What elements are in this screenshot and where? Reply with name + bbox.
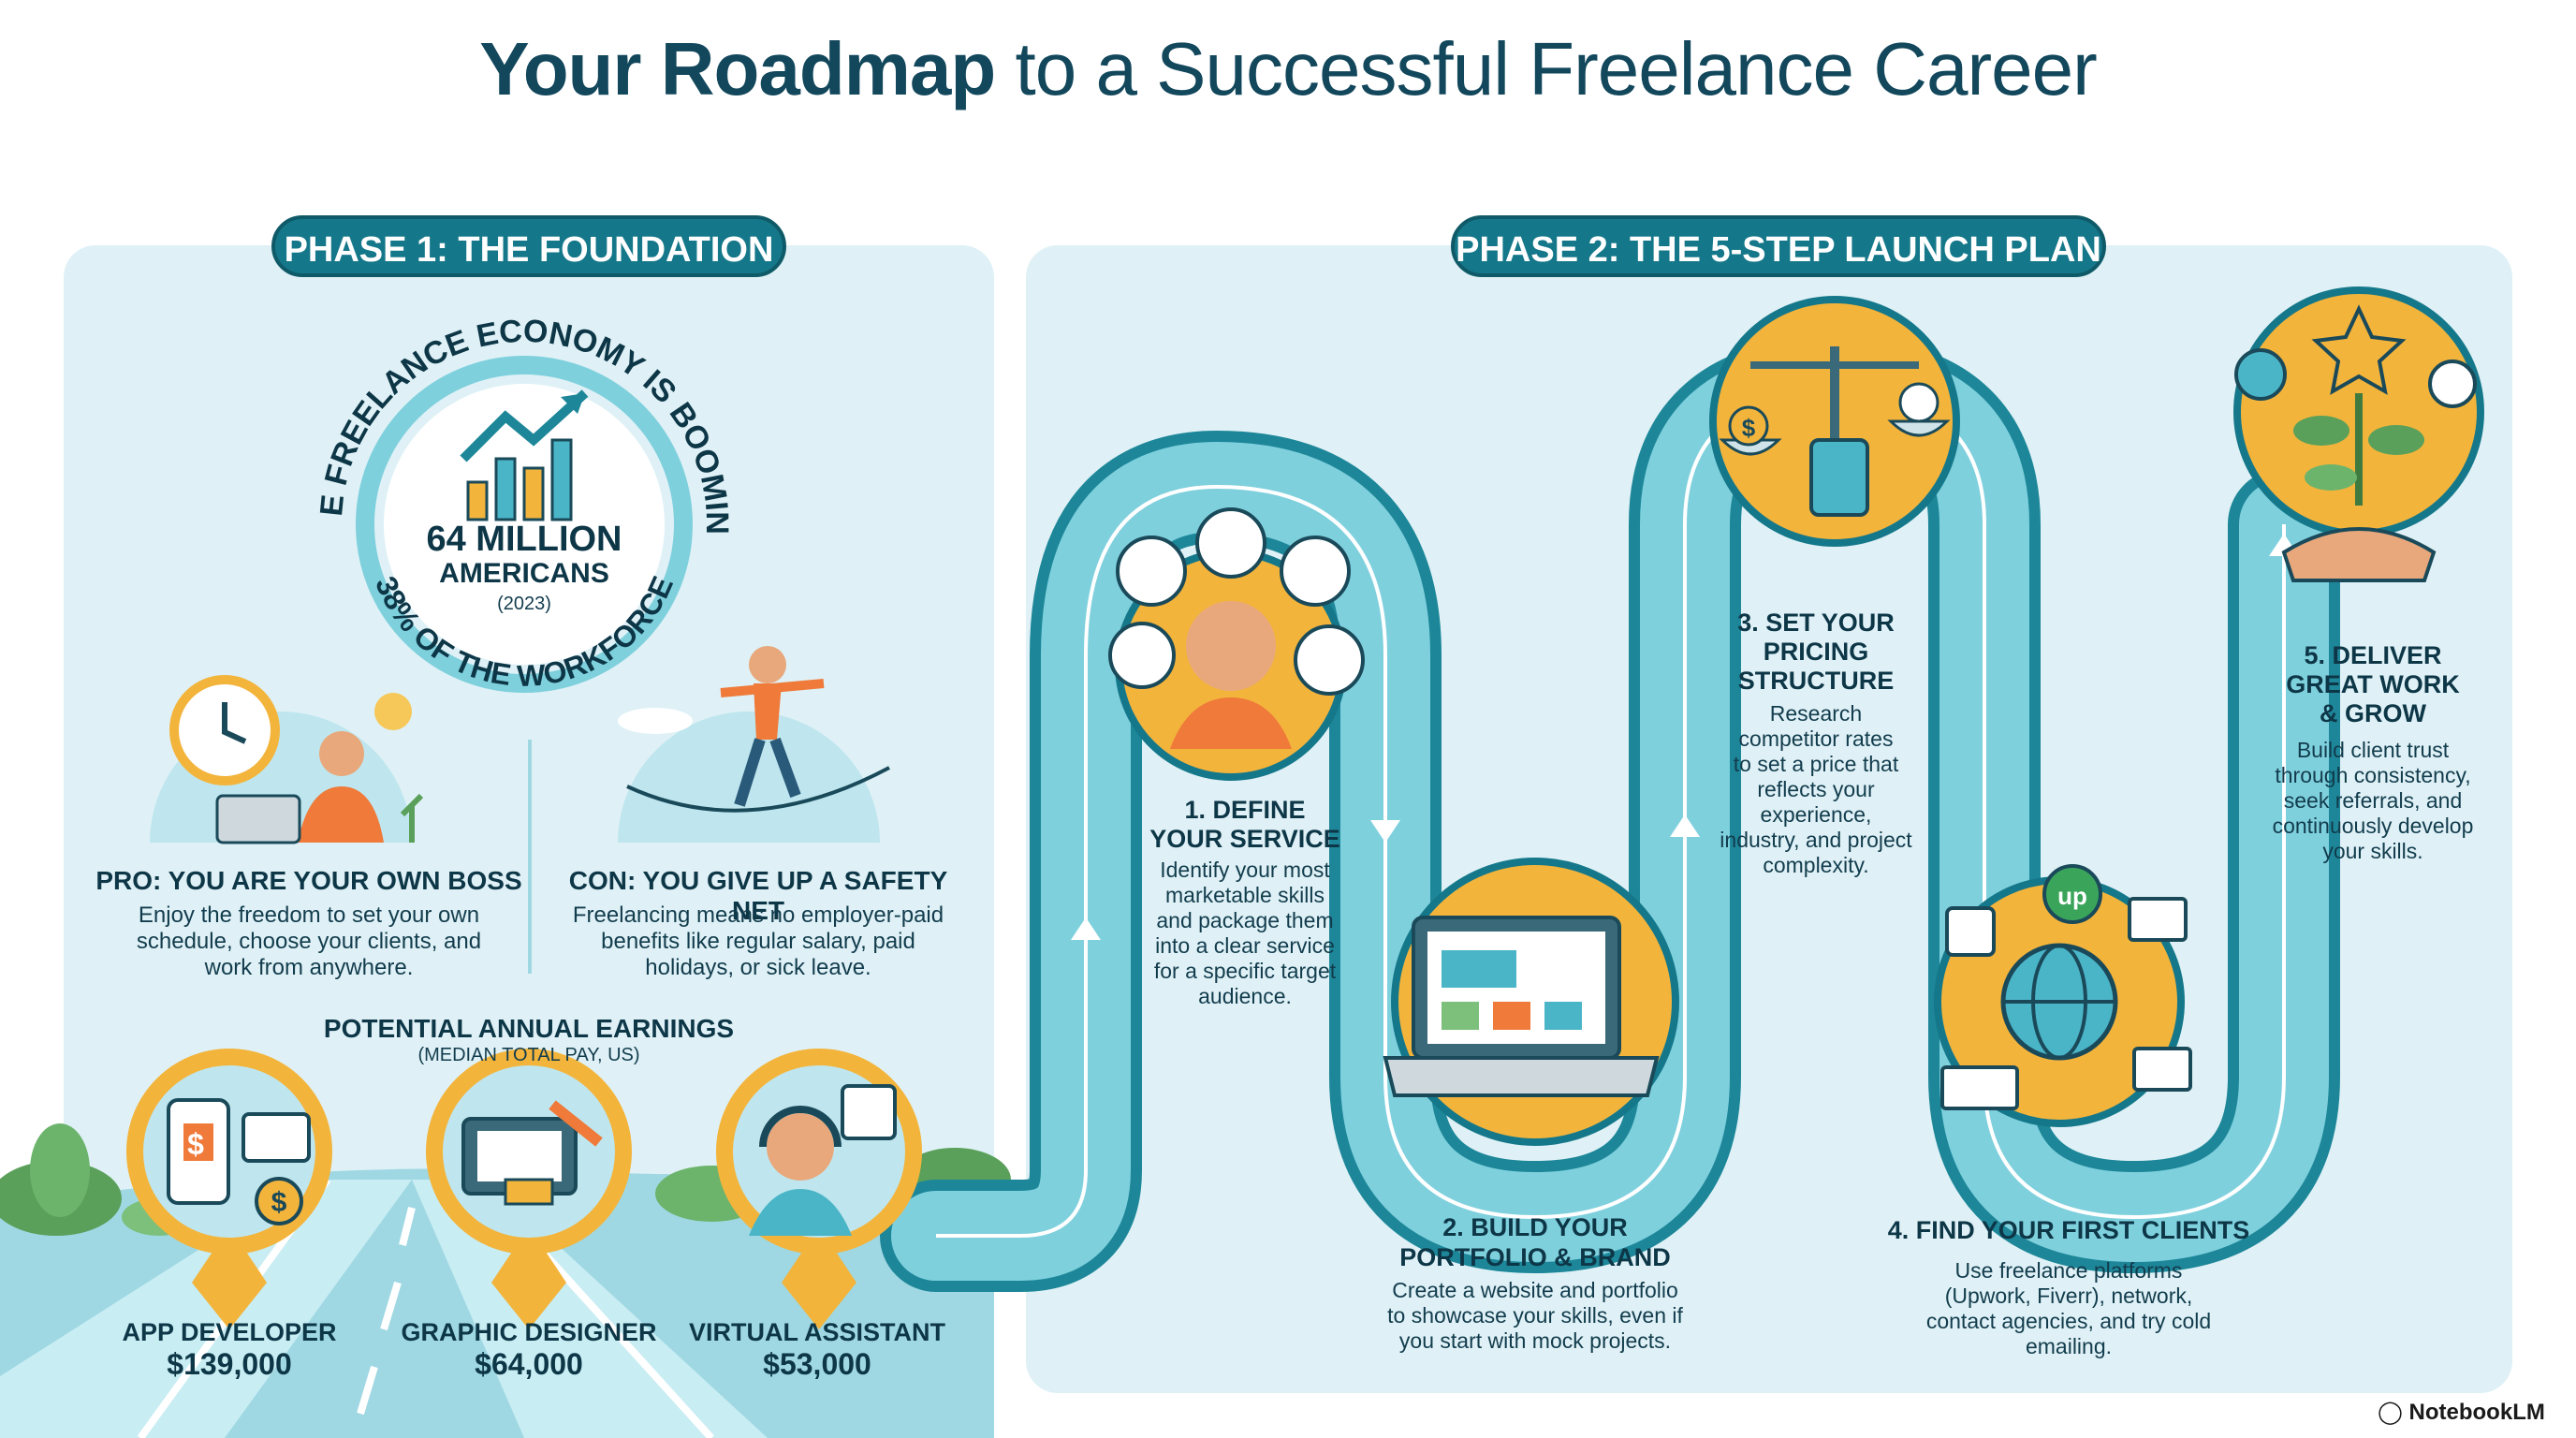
- step-title-line: YOUR SERVICE: [1149, 825, 1340, 853]
- step3-illustration: [1709, 296, 1960, 547]
- step-line: into a clear service: [1155, 933, 1335, 958]
- step-title: 4. FIND YOUR FIRST CLIENTS: [1881, 1215, 2256, 1245]
- economy-value: 64 MILLION: [426, 520, 622, 559]
- step-text: Identify your most marketable skills and…: [1114, 858, 1376, 1009]
- earnings-subtitle: (MEDIAN TOTAL PAY, US): [417, 1045, 640, 1065]
- step-text: Create a website and portfolio to showca…: [1348, 1278, 1722, 1354]
- page-title: Your Roadmap to a Successful Freelance C…: [0, 26, 2576, 112]
- earnings-pins: [126, 1049, 922, 1329]
- step-line: Create a website and portfolio: [1392, 1278, 1678, 1302]
- step-text: Research competitor rates to set a price…: [1676, 701, 1956, 878]
- step-line: to set a price that: [1733, 752, 1899, 776]
- launch-road: [880, 336, 2340, 1292]
- phase2-label: PHASE 2: THE 5-STEP LAUNCH PLAN: [1451, 215, 2106, 277]
- step-title-line: 2. BUILD YOUR: [1442, 1213, 1628, 1241]
- step-title-line: 5. DELIVER: [2304, 641, 2442, 669]
- step-line: Build client trust: [2296, 738, 2450, 762]
- step-line: emailing.: [2025, 1334, 2113, 1358]
- notebooklm-logo-icon: ◯: [2378, 1400, 2403, 1425]
- step-title: 3. SET YOUR PRICING STRUCTURE: [1676, 609, 1956, 696]
- step-text: Use freelance platforms (Upwork, Fiverr)…: [1881, 1258, 2256, 1359]
- step-title-line: PORTFOLIO & BRAND: [1399, 1243, 1671, 1271]
- step-line: Identify your most: [1160, 858, 1330, 882]
- earnings-title: POTENTIAL ANNUAL EARNINGS: [323, 1014, 735, 1043]
- upwork-badge-icon: up: [2057, 882, 2087, 910]
- title-bold: Your Roadmap: [479, 27, 996, 110]
- step-line: competitor rates: [1738, 726, 1894, 751]
- economy-unit: AMERICANS: [439, 558, 609, 589]
- step-line: you start with mock projects.: [1398, 1328, 1672, 1353]
- job-pay: $139,000: [167, 1347, 292, 1381]
- economy-circle: [356, 356, 693, 693]
- step-line: to showcase your skills, even if: [1387, 1303, 1683, 1328]
- pro-line: schedule, choose your clients, and: [136, 929, 482, 954]
- scale-coin-icon: $: [1742, 414, 1756, 442]
- step2-illustration: [1383, 858, 1679, 1146]
- step-5: 5. DELIVER GREAT WORK & GROW Build clien…: [2237, 641, 2509, 864]
- step-title-line: GREAT WORK: [2286, 670, 2460, 698]
- job-role: VIRTUAL ASSISTANT: [688, 1318, 945, 1346]
- pro-illustration: [150, 675, 424, 844]
- economy-year: (2023): [497, 594, 551, 614]
- step-line: through consistency,: [2275, 763, 2471, 787]
- pro-title: PRO: YOU ARE YOUR OWN BOSS: [95, 866, 522, 895]
- step-line: for a specific target: [1153, 959, 1337, 983]
- step4-illustration: [1934, 864, 2192, 1127]
- step-line: Research: [1769, 701, 1863, 726]
- step-line: marketable skills: [1165, 883, 1325, 907]
- step-line: industry, and project: [1720, 828, 1912, 852]
- step-3: 3. SET YOUR PRICING STRUCTURE Research c…: [1676, 609, 1956, 878]
- step-title-line: & GROW: [2320, 699, 2426, 727]
- con-line: holidays, or sick leave.: [645, 955, 871, 980]
- step-title: 5. DELIVER GREAT WORK & GROW: [2237, 641, 2509, 728]
- step-title-line: 4. FIND YOUR FIRST CLIENTS: [1887, 1216, 2250, 1244]
- step1-illustration: [1108, 507, 1365, 781]
- brand-watermark: ◯ NotebookLM: [2378, 1399, 2565, 1426]
- step-line: continuously develop: [2272, 814, 2474, 838]
- title-rest: to a Successful Freelance Career: [995, 27, 2098, 110]
- coin-dollar-icon: $: [271, 1187, 287, 1218]
- step5-illustration: [2233, 286, 2484, 582]
- step-line: your skills.: [2322, 839, 2423, 863]
- job-card-virtual-assistant: VIRTUAL ASSISTANT $53,000: [681, 1318, 953, 1382]
- pro-text: Enjoy the freedom to set your own schedu…: [94, 902, 524, 981]
- step-title-line: STRUCTURE: [1737, 667, 1895, 695]
- con-illustration: [618, 646, 890, 843]
- step-line: Use freelance platforms: [1954, 1258, 2183, 1283]
- con-line: Freelancing means no employer-paid: [572, 902, 944, 928]
- step-line: audience.: [1198, 984, 1292, 1008]
- step-1: 1. DEFINE YOUR SERVICE Identify your mos…: [1114, 796, 1376, 1009]
- step-2: 2. BUILD YOUR PORTFOLIO & BRAND Create a…: [1348, 1212, 1722, 1354]
- step-4: 4. FIND YOUR FIRST CLIENTS Use freelance…: [1881, 1215, 2256, 1359]
- step-line: (Upwork, Fiverr), network,: [1944, 1284, 2193, 1308]
- step-line: contact agencies, and try cold: [1925, 1309, 2212, 1333]
- step-text: Build client trust through consistency, …: [2237, 738, 2509, 864]
- job-card-graphic-designer: GRAPHIC DESIGNER $64,000: [393, 1318, 665, 1382]
- con-line: benefits like regular salary, paid: [601, 929, 915, 954]
- job-role: APP DEVELOPER: [122, 1318, 337, 1346]
- pro-line: work from anywhere.: [204, 955, 414, 980]
- job-role: GRAPHIC DESIGNER: [401, 1318, 657, 1346]
- step-title-line: 1. DEFINE: [1184, 796, 1306, 824]
- step-line: reflects your: [1757, 777, 1875, 801]
- job-pay: $53,000: [763, 1347, 871, 1381]
- pro-line: Enjoy the freedom to set your own: [138, 902, 480, 928]
- dollar-icon: $: [187, 1127, 204, 1161]
- job-pay: $64,000: [475, 1347, 583, 1381]
- step-line: and package them: [1156, 908, 1334, 932]
- job-card-app-developer: APP DEVELOPER $139,000: [98, 1318, 360, 1382]
- step-title-line: PRICING: [1763, 638, 1869, 666]
- step-line: seek referrals, and: [2283, 788, 2463, 813]
- step-title: 1. DEFINE YOUR SERVICE: [1114, 796, 1376, 854]
- step-line: experience,: [1760, 802, 1872, 827]
- brand-text: NotebookLM: [2408, 1400, 2545, 1425]
- step-line: complexity.: [1763, 853, 1869, 877]
- con-text: Freelancing means no employer-paid benef…: [543, 902, 973, 981]
- step-title-line: 3. SET YOUR: [1737, 609, 1895, 637]
- step-title: 2. BUILD YOUR PORTFOLIO & BRAND: [1348, 1212, 1722, 1272]
- phase1-label: PHASE 1: THE FOUNDATION: [271, 215, 786, 277]
- con-title: CON: YOU GIVE UP A SAFETY NET: [568, 866, 948, 925]
